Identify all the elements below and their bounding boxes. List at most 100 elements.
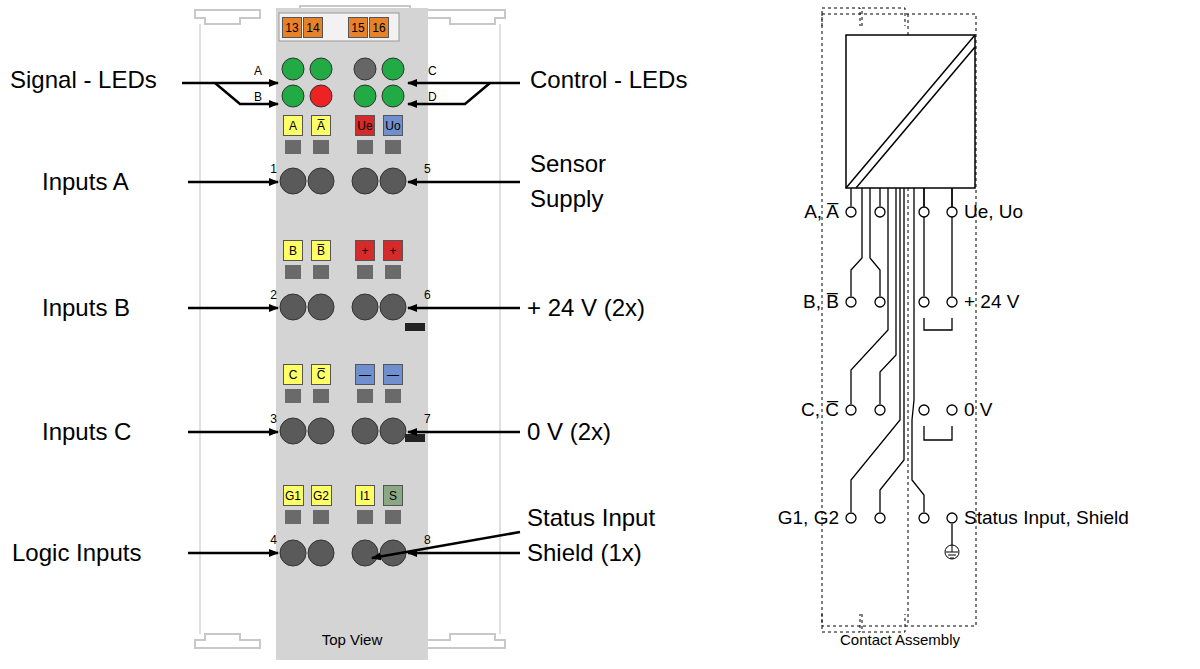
release-slot [285,140,301,154]
release-slot [285,265,301,279]
led-letter: B [254,91,262,104]
marker-bar [405,323,425,331]
contact-point [947,513,957,523]
callout-text: Logic Inputs [12,540,141,566]
terminal-label-text: G2 [313,490,329,502]
contact-point [846,513,856,523]
callout-text: Inputs A [42,169,129,195]
terminal-label: I1 [355,485,375,506]
wire-entry [308,168,334,194]
callout-text: Inputs C [42,419,131,445]
signal-name: C, C̅ [801,400,839,421]
marker-bar [405,434,425,442]
terminal-label: S [383,485,403,506]
terminal-label-text: C̅ [317,369,326,381]
wire-entry [280,540,306,566]
wire-entry [280,168,306,194]
terminal-label-text: S [389,490,397,502]
signal-name: 0 V [964,400,993,421]
terminal-number: 7 [424,413,431,426]
wire-entry [308,294,334,320]
wire-entry [352,168,378,194]
terminal-label-text: A̅ [317,120,325,132]
contact-point [875,207,885,217]
terminal-label-text: 16 [372,22,385,34]
terminal-label-text: C [289,369,298,381]
wire-entry [380,168,406,194]
contact-assembly [822,8,976,632]
terminal-label: + [355,240,375,261]
terminal-label-text: + [389,245,396,257]
terminal-number: 8 [424,534,431,547]
release-slot [357,265,373,279]
terminal-label-text: — [359,369,371,381]
terminal-number: 5 [424,163,431,176]
terminal-number: 1 [270,163,277,176]
signal-name: Ue, Uo [964,202,1023,223]
wire-entry [308,540,334,566]
release-slot [285,389,301,403]
contact-point [947,405,957,415]
contact-point [846,297,856,307]
callout-text: Status Input [527,505,655,531]
contact-point [846,405,856,415]
terminal-label: G1 [283,485,304,506]
terminal-number: 2 [270,289,277,302]
terminal-label: B [283,240,303,261]
signal-name: + 24 V [964,292,1019,313]
terminal-label: 16 [369,17,389,38]
terminal-label: — [355,364,375,385]
wire-entry [280,294,306,320]
contact-point [947,207,957,217]
release-slot [385,265,401,279]
terminal-label-text: Uo [385,120,400,132]
contact-point [919,513,929,523]
contact-point [947,297,957,307]
release-slot [313,389,329,403]
release-slot [385,510,401,524]
terminal-label: 15 [348,17,368,38]
led-group [282,58,404,107]
terminal-label-text: G1 [285,490,301,502]
contact-point [919,297,929,307]
led-letter: C [428,65,437,78]
signal-name: B, B̅ [803,292,839,313]
view-caption: Contact Assembly [840,632,960,649]
leader-arrows [182,83,520,558]
contact-point [919,405,929,415]
terminal-number: 3 [270,413,277,426]
wire-entry [380,418,406,444]
release-slot [385,389,401,403]
release-slot [357,389,373,403]
release-slot [357,510,373,524]
terminal-label-text: B [289,245,297,257]
terminal-body [276,8,428,660]
wire-entry [308,418,334,444]
terminal-label-text: 15 [351,22,364,34]
wire-entry [352,418,378,444]
signal-name: Status Input, Shield [964,508,1129,529]
release-slot [385,140,401,154]
terminal-label: C̅ [311,364,331,385]
contact-point [846,207,856,217]
release-slot [285,510,301,524]
wire-entry [380,294,406,320]
contact-point [875,297,885,307]
terminal-label: + [383,240,403,261]
terminal-label-text: Ue [357,120,372,132]
contact-point [875,405,885,415]
terminal-label: Ue [355,115,375,136]
terminal-label-text: 13 [285,22,298,34]
terminal-label: B̅ [311,240,331,261]
callout-text: + 24 V (2x) [527,295,645,321]
terminal-label-text: + [361,245,368,257]
terminal-label-text: A [289,120,297,132]
callout-text: Sensor Supply [530,147,640,217]
signal-name: G1, G2 [778,508,839,529]
contact-point [875,513,885,523]
led-letter: D [428,91,437,104]
wire-entry [352,294,378,320]
terminal-label-text: — [387,369,399,381]
release-slot [313,265,329,279]
